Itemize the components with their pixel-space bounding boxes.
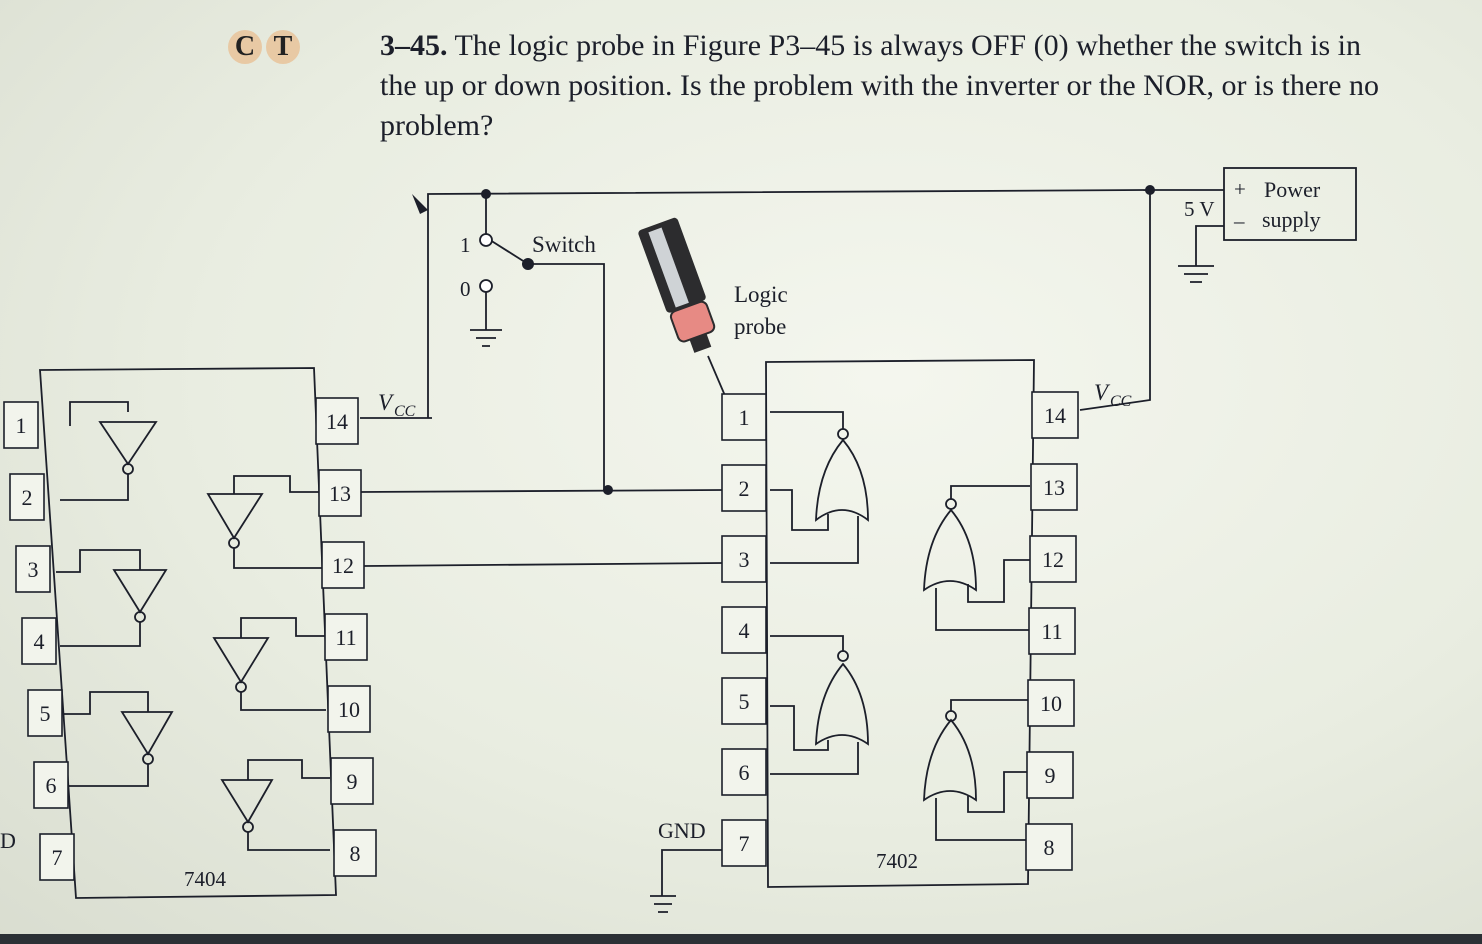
chip-7404-body [39, 367, 337, 899]
pin-7402-left-6: 6 [721, 748, 767, 796]
gnd-label: GND [658, 818, 706, 843]
pin-7402-left-3-number: 3 [739, 547, 750, 572]
logic-probe-label-2: probe [734, 314, 786, 339]
switch-ground-symbol [470, 329, 502, 347]
pin-7402-left-5: 5 [721, 677, 767, 725]
chip-7402-label: 7402 [876, 849, 918, 873]
pin-7404-right-14-number: 14 [326, 409, 348, 434]
pin-7402-left-3: 3 [721, 535, 767, 583]
pin-7404-left-3: 3 [15, 545, 51, 593]
pin-7402-right-8: 8 [1025, 823, 1073, 871]
pin-7402-right-14-number: 14 [1044, 403, 1066, 428]
pin-7402-left-2: 2 [721, 464, 767, 512]
pin-7402-left-4: 4 [721, 606, 767, 654]
pin-7404-right-8: 8 [333, 829, 377, 877]
pin-7404-left-4: 4 [21, 617, 57, 665]
switch-pos-0-label: 0 [460, 277, 471, 301]
pin-7402-right-9: 9 [1026, 751, 1074, 799]
inverter-gates [56, 401, 330, 851]
pin-7404-left-7-number: 7 [52, 845, 63, 870]
problem-statement: 3–45. The logic probe in Figure P3–45 is… [380, 26, 1380, 146]
gnd-symbol [650, 895, 676, 913]
pin-7402-right-13: 13 [1030, 463, 1078, 511]
vcc-rail-wire [427, 189, 1151, 418]
pin-7404-left-4-number: 4 [34, 629, 45, 654]
pin-7402-right-12: 12 [1029, 535, 1077, 583]
switch-lever [489, 239, 529, 265]
pin-7404-right-12: 12 [321, 541, 365, 589]
pin-7402-right-10: 10 [1027, 679, 1075, 727]
pin-7404-left-1: 1 [3, 401, 39, 449]
pin-7404-right-10-number: 10 [338, 697, 360, 722]
pin-7402-right-11-number: 11 [1041, 619, 1062, 644]
pin-7402-right-10-number: 10 [1040, 691, 1062, 716]
pin-7404-right-14: 14 [315, 397, 359, 445]
nor-gates [770, 411, 1030, 841]
pin-7404-left-5: 5 [27, 689, 63, 737]
pin-7404-right-10: 10 [327, 685, 371, 733]
pin-7404-right-13: 13 [318, 469, 362, 517]
pin-7402-right-9-number: 9 [1045, 763, 1056, 788]
edge-letter: D [0, 828, 16, 853]
supply-label: supply [1262, 207, 1321, 232]
pin-7402-left-2-number: 2 [739, 476, 750, 501]
ct-badge-c: C [228, 30, 262, 64]
pin-7402-left-1-number: 1 [739, 405, 750, 430]
pin-7402-left-4-number: 4 [739, 618, 750, 643]
pin-7402-left-7-number: 7 [739, 831, 750, 856]
switch-pos-1-label: 1 [460, 233, 471, 257]
power-supply-box [1223, 167, 1357, 241]
vcc-right-label: V [1094, 380, 1111, 405]
pin-7404-left-5-number: 5 [40, 701, 51, 726]
problem-text: The logic probe in Figure P3–45 is alway… [380, 29, 1379, 142]
pin-7404-left-1-number: 1 [16, 413, 27, 438]
pin-7402-right-8-number: 8 [1044, 835, 1055, 860]
pin-7404-left-6-number: 6 [46, 773, 57, 798]
pin-7404-right-9: 9 [330, 757, 374, 805]
pin-7402-right-14: 14 [1031, 391, 1079, 439]
screen-bezel [0, 934, 1482, 944]
power-plus-label: + [1234, 177, 1246, 201]
pin-7402-right-13-number: 13 [1043, 475, 1065, 500]
pin-7402-left-5-number: 5 [739, 689, 750, 714]
pin-7404-right-12-number: 12 [332, 553, 354, 578]
pin-7404-left-2: 2 [9, 473, 45, 521]
pin-7402-left-6-number: 6 [739, 760, 750, 785]
switch-label: Switch [532, 232, 596, 257]
power-minus-label: – [1233, 209, 1245, 233]
supply-ground-symbol [1178, 265, 1214, 283]
logic-probe-icon [638, 217, 716, 353]
logic-probe-label-1: Logic [734, 282, 788, 307]
pin-7402-right-11: 11 [1028, 607, 1076, 655]
power-label: Power [1264, 177, 1321, 202]
pin-7402-left-7: 7 [721, 819, 767, 867]
pin-7404-right-9-number: 9 [347, 769, 358, 794]
vcc-left-label: V [378, 390, 395, 415]
chip-7402-body [765, 359, 1035, 888]
chip-7404-label: 7404 [184, 867, 227, 891]
problem-number: 3–45. [380, 29, 448, 62]
pin-7404-right-11-number: 11 [335, 625, 356, 650]
pin-7402-left-1: 1 [721, 393, 767, 441]
pin-7404-left-6: 6 [33, 761, 69, 809]
pin-7404-right-8-number: 8 [350, 841, 361, 866]
pin-7404-right-13-number: 13 [329, 481, 351, 506]
pin-7404-left-2-number: 2 [22, 485, 33, 510]
pin-7404-left-7: 7 [39, 833, 75, 881]
pin-7404-right-11: 11 [324, 613, 368, 661]
vcc-right-sub: CC [1110, 393, 1132, 410]
pin-7404-left-3-number: 3 [28, 557, 39, 582]
supply-voltage-label: 5 V [1184, 197, 1215, 221]
cursor-arrow-icon [412, 194, 428, 214]
vcc-left-sub: CC [394, 403, 416, 420]
pin-7402-right-12-number: 12 [1042, 547, 1064, 572]
ct-badge-t: T [266, 30, 300, 64]
